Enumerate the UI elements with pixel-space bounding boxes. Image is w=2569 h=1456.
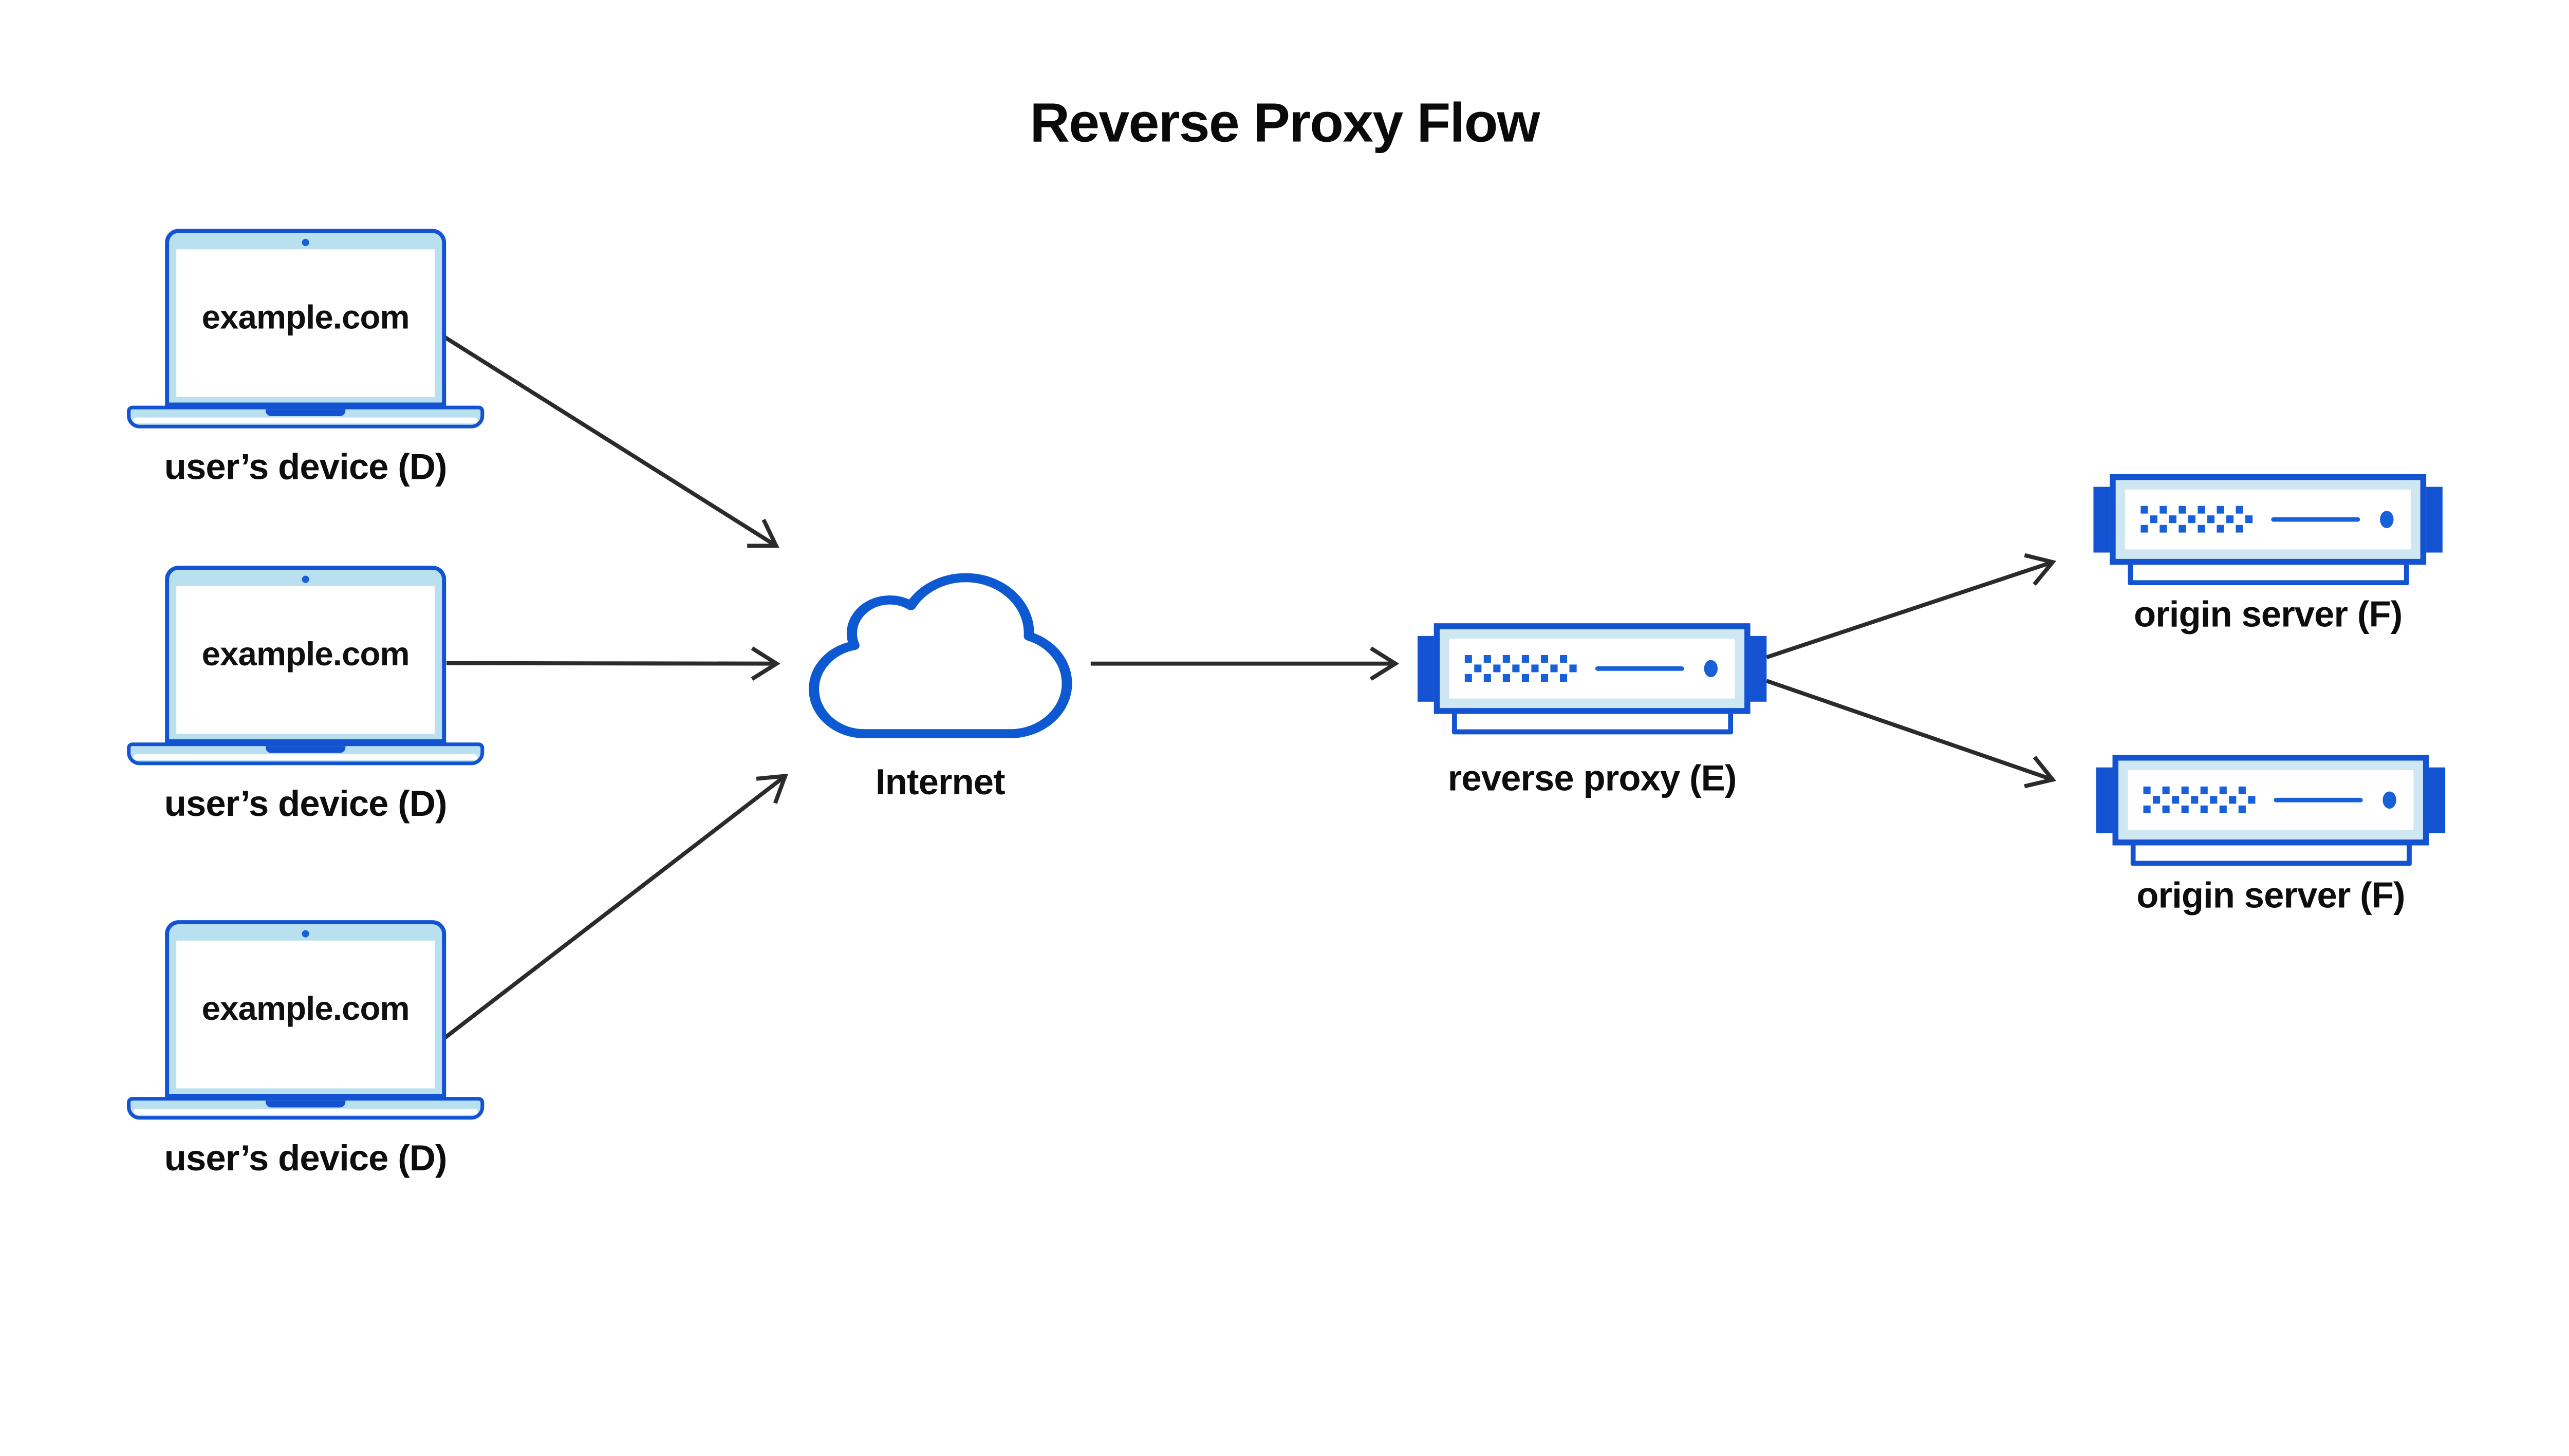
- server-face: [2125, 489, 2411, 550]
- device-3-label: user’s device (D): [164, 1137, 448, 1179]
- laptop-screen: example.com: [176, 249, 435, 397]
- server-slot-line: [1595, 666, 1684, 671]
- device-screen-url: example.com: [201, 634, 410, 673]
- device-2-label: user’s device (D): [164, 783, 448, 824]
- laptop-base-stripe: [133, 754, 478, 760]
- server-icon: [1434, 623, 1751, 714]
- reverse-proxy-label: reverse proxy (E): [1447, 758, 1737, 798]
- origin-server-1: [2093, 474, 2443, 588]
- page-title: Reverse Proxy Flow: [1030, 91, 1540, 154]
- laptop-icon: example.com: [165, 566, 446, 743]
- laptop-screen: example.com: [176, 586, 435, 734]
- origin-server-1-label: origin server (F): [2133, 593, 2403, 634]
- origin-server-2-label: origin server (F): [2136, 874, 2405, 916]
- user-device-2: example.com: [127, 566, 485, 771]
- server-icon: [2112, 755, 2429, 846]
- laptop-screen: example.com: [176, 940, 435, 1089]
- server-face: [1449, 639, 1735, 699]
- internet-label: Internet: [875, 761, 1006, 802]
- server-icon: [2110, 474, 2427, 565]
- webcam-icon: [302, 575, 309, 583]
- server-power-dot: [2380, 511, 2394, 528]
- origin-server-2: [2096, 755, 2446, 868]
- server-slot-line: [2274, 797, 2363, 802]
- arrow-device1-to-internet: [441, 333, 779, 548]
- server-vents-icon: [2140, 506, 2253, 533]
- laptop-hinge-notch: [266, 1100, 346, 1108]
- laptop-base: [127, 405, 485, 428]
- server-power-dot: [1704, 660, 1718, 678]
- device-screen-url: example.com: [201, 989, 410, 1027]
- device-screen-url: example.com: [201, 298, 410, 336]
- user-device-1: example.com: [127, 229, 485, 434]
- laptop-base: [127, 1097, 485, 1120]
- webcam-icon: [302, 930, 309, 938]
- arrow-proxy-to-origin2: [1766, 679, 2057, 789]
- arrow-device2-to-internet: [446, 646, 780, 681]
- device-1-label: user’s device (D): [164, 446, 448, 487]
- laptop-base-stripe: [133, 417, 478, 424]
- server-slot-line: [2271, 517, 2360, 522]
- server-vents-icon: [1464, 655, 1577, 682]
- server-face: [2128, 770, 2414, 830]
- user-device-3: example.com: [127, 920, 485, 1125]
- webcam-icon: [302, 238, 309, 247]
- laptop-base-stripe: [133, 1109, 478, 1115]
- diagram-canvas: Reverse Proxy Flow example.com user’s de…: [127, 91, 2446, 1179]
- server-power-dot: [2382, 791, 2396, 809]
- arrow-device3-to-internet: [442, 773, 789, 1041]
- server-vents-icon: [2143, 786, 2256, 813]
- arrow-proxy-to-origin1: [1766, 553, 2057, 660]
- laptop-icon: example.com: [165, 920, 446, 1098]
- laptop-base: [127, 742, 485, 766]
- cloud-icon: [809, 573, 1072, 738]
- reverse-proxy-server: [1417, 623, 1767, 737]
- laptop-icon: example.com: [165, 229, 446, 407]
- laptop-hinge-notch: [266, 409, 346, 416]
- laptop-hinge-notch: [266, 746, 346, 753]
